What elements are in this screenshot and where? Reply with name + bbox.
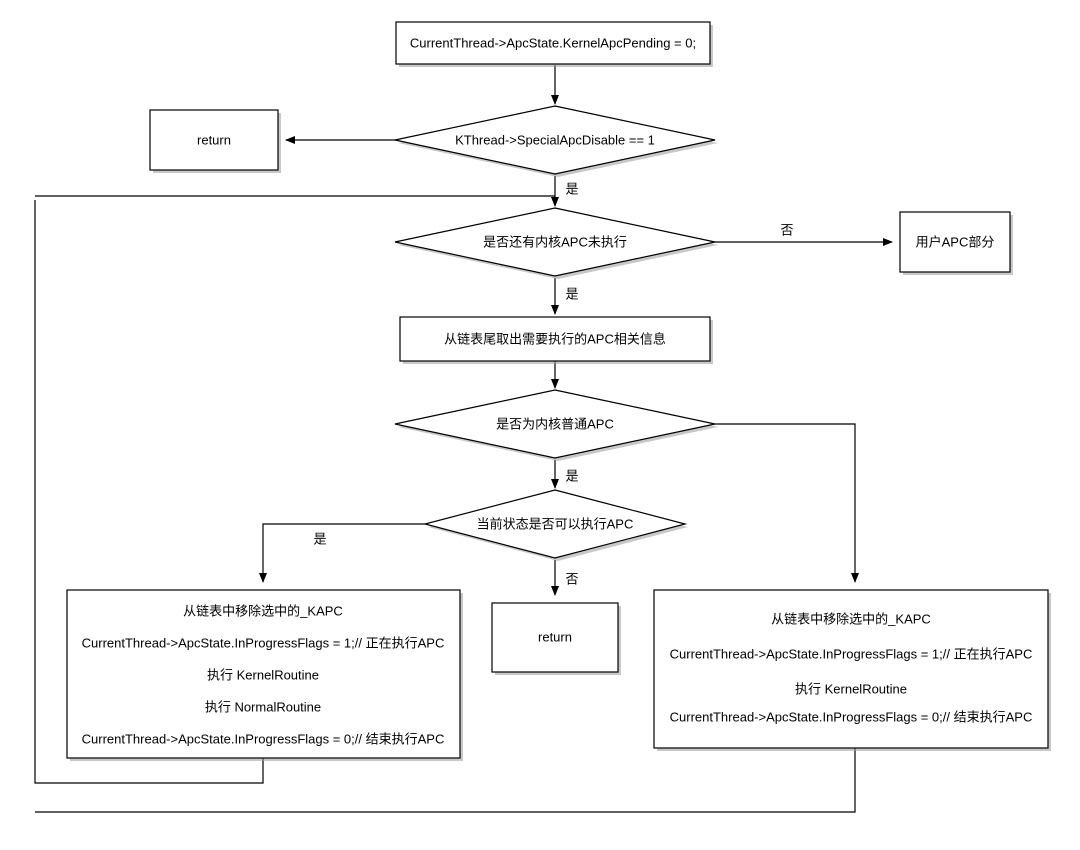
edge-label-is-normal-apc-yes: 是 xyxy=(565,468,578,483)
node-return-middle: return xyxy=(491,602,621,675)
edge-label-special-apc-yes: 是 xyxy=(565,181,578,196)
node-exec-normal-apc-line-4: CurrentThread->ApcState.InProgressFlags … xyxy=(82,731,445,746)
node-take-from-tail-label: 从链表尾取出需要执行的APC相关信息 xyxy=(444,331,666,346)
node-take-from-tail: 从链表尾取出需要执行的APC相关信息 xyxy=(399,316,713,364)
node-set-kernel-apc-pending: CurrentThread->ApcState.KernelApcPending… xyxy=(395,21,713,67)
node-can-execute-apc-label: 当前状态是否可以执行APC xyxy=(477,516,634,531)
node-is-normal-kernel-apc: 是否为内核普通APC xyxy=(394,389,718,461)
node-special-apc-disable-label: KThread->SpecialApcDisable == 1 xyxy=(455,132,655,147)
node-can-execute-apc: 当前状态是否可以执行APC xyxy=(422,489,688,561)
node-has-kernel-apc: 是否还有内核APC未执行 xyxy=(394,207,718,279)
node-user-apc-part: 用户APC部分 xyxy=(899,211,1013,275)
node-exec-normal-apc-line-2: 执行 KernelRoutine xyxy=(207,667,319,682)
node-exec-special-apc-line-1: CurrentThread->ApcState.InProgressFlags … xyxy=(670,646,1033,661)
node-user-apc-part-label: 用户APC部分 xyxy=(916,234,995,249)
node-return-top-label: return xyxy=(197,132,231,147)
node-exec-normal-apc-line-0: 从链表中移除选中的_KAPC xyxy=(183,603,343,618)
node-exec-normal-apc-line-1: CurrentThread->ApcState.InProgressFlags … xyxy=(82,635,445,650)
node-exec-special-apc-line-0: 从链表中移除选中的_KAPC xyxy=(771,611,931,626)
node-is-normal-kernel-apc-label: 是否为内核普通APC xyxy=(496,416,614,431)
edge-labels-layer: 是 否 是 是 是 否 xyxy=(313,181,793,586)
edge-execspecialapc-loopback xyxy=(35,748,856,813)
edge-label-can-execute-no: 否 xyxy=(565,571,578,586)
edge-label-can-execute-yes: 是 xyxy=(313,531,326,546)
node-set-kernel-apc-pending-label: CurrentThread->ApcState.KernelApcPending… xyxy=(410,35,696,50)
edge-execnormalapc-loopback xyxy=(34,200,264,784)
node-special-apc-disable: KThread->SpecialApcDisable == 1 xyxy=(394,105,718,177)
edge-isnormalapc-to-execspecialapc xyxy=(715,423,859,583)
node-exec-special-apc-line-2: 执行 KernelRoutine xyxy=(795,681,907,696)
node-exec-normal-apc: 从链表中移除选中的_KAPC CurrentThread->ApcState.I… xyxy=(66,589,463,761)
node-has-kernel-apc-label: 是否还有内核APC未执行 xyxy=(483,234,627,249)
node-exec-special-apc-line-3: CurrentThread->ApcState.InProgressFlags … xyxy=(670,709,1033,724)
node-exec-normal-apc-line-3: 执行 NormalRoutine xyxy=(205,699,321,714)
node-return-middle-label: return xyxy=(538,629,572,644)
edge-canexecute-to-execnormalapc xyxy=(259,523,425,583)
node-exec-special-apc: 从链表中移除选中的_KAPC CurrentThread->ApcState.I… xyxy=(653,589,1051,751)
edges-layer xyxy=(34,65,893,813)
edge-label-has-kernel-apc-no: 否 xyxy=(780,222,793,237)
edge-label-has-kernel-apc-yes: 是 xyxy=(565,286,578,301)
node-return-top: return xyxy=(149,109,281,173)
